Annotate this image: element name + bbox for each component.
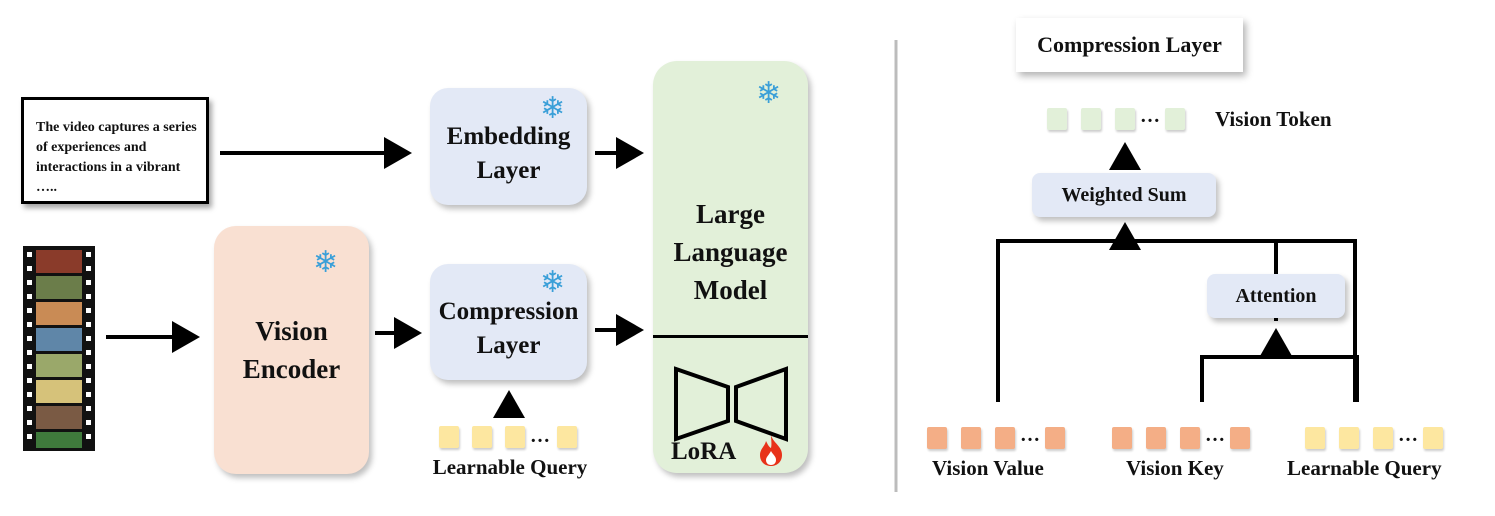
lora-label: LoRA [671, 438, 737, 465]
query-token [439, 426, 459, 448]
fire-icon [760, 435, 782, 466]
attention-label: Attention [1235, 284, 1317, 307]
value-token [995, 427, 1015, 449]
key-query-to-attention-line [1200, 355, 1359, 402]
token-ellipsis: … [1020, 424, 1040, 446]
query-token [1423, 427, 1443, 449]
output-token [1115, 108, 1135, 130]
output-token [1165, 108, 1185, 130]
value-to-weighted-sum-line [996, 239, 1357, 402]
llm-label: Large Language Model [673, 199, 788, 305]
vision-key-label: Vision Key [1126, 456, 1224, 480]
film-strip-graphic [27, 250, 91, 448]
query-token [1305, 427, 1325, 449]
learnable-query-label: Learnable Query [432, 455, 588, 479]
token-ellipsis: … [1140, 105, 1160, 127]
weighted-sum-label: Weighted Sum [1061, 183, 1187, 206]
vision-value-label: Vision Value [932, 456, 1044, 480]
output-token [1047, 108, 1067, 130]
query-token [1373, 427, 1393, 449]
value-token [961, 427, 981, 449]
snowflake-icon: ❄ [540, 91, 566, 126]
value-token [927, 427, 947, 449]
film-strip-icon [23, 246, 95, 451]
embedding-layer-label: Embedding Layer [446, 122, 571, 184]
embedding-layer-block: ❄ Embedding Layer [430, 88, 587, 205]
key-token [1230, 427, 1250, 449]
compression-layer-title: Compression Layer [1037, 32, 1222, 57]
llm-divider [653, 335, 808, 338]
token-ellipsis: … [1398, 424, 1418, 446]
query-token [505, 426, 525, 448]
llm-block: ❄ Large Language Model LoRA [653, 61, 808, 473]
vision-encoder-label: Vision Encoder [242, 316, 341, 384]
hourglass-adapter-icon [674, 366, 788, 442]
snowflake-icon: ❄ [756, 76, 782, 111]
key-token [1180, 427, 1200, 449]
compression-layer-title-box: Compression Layer [1016, 18, 1243, 72]
query-token [472, 426, 492, 448]
vision-token-label: Vision Token [1215, 107, 1332, 131]
query-token [1339, 427, 1359, 449]
vision-encoder-block: ❄ Vision Encoder [214, 226, 369, 474]
attention-block: Attention [1207, 274, 1345, 318]
compression-layer-block: ❄ Compression Layer [430, 264, 587, 380]
key-token [1146, 427, 1166, 449]
compression-layer-label: Compression Layer [438, 298, 579, 359]
query-token [557, 426, 577, 448]
learnable-query-right-label: Learnable Query [1287, 456, 1442, 480]
caption-box: The video captures a series of experienc… [21, 97, 209, 204]
token-ellipsis: … [530, 425, 550, 447]
key-token [1112, 427, 1132, 449]
snowflake-icon: ❄ [313, 245, 339, 280]
snowflake-icon: ❄ [540, 265, 566, 300]
value-token [1045, 427, 1065, 449]
output-token [1081, 108, 1101, 130]
caption-text: The video captures a series of experienc… [36, 120, 197, 195]
token-ellipsis: … [1205, 424, 1225, 446]
weighted-sum-block: Weighted Sum [1032, 173, 1216, 217]
